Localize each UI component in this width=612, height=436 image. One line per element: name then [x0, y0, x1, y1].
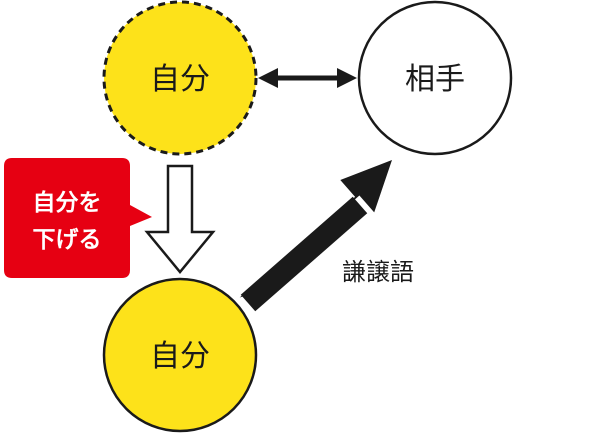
lower-self-arrow	[144, 164, 216, 274]
node-other-circle	[357, 0, 513, 156]
node-self-bottom-circle	[102, 277, 258, 433]
node-self-top-circle	[102, 0, 258, 156]
humble-arrow	[239, 160, 392, 298]
humble-arrow-shaft	[240, 196, 368, 312]
node-self-bottom-label: 自分	[150, 339, 210, 374]
callout-lower-self: 自分を 下げる	[4, 158, 152, 278]
node-self-top: 自分	[102, 0, 258, 156]
node-other-label: 相手	[405, 62, 465, 97]
callout-box	[4, 158, 152, 278]
callout-line1: 自分を	[33, 189, 102, 216]
node-self-top-label: 自分	[150, 62, 210, 97]
edge-label-humble: 謙譲語	[342, 258, 414, 286]
node-other: 相手	[357, 0, 513, 156]
callout-line2: 下げる	[33, 227, 102, 253]
node-self-bottom: 自分	[102, 277, 258, 433]
